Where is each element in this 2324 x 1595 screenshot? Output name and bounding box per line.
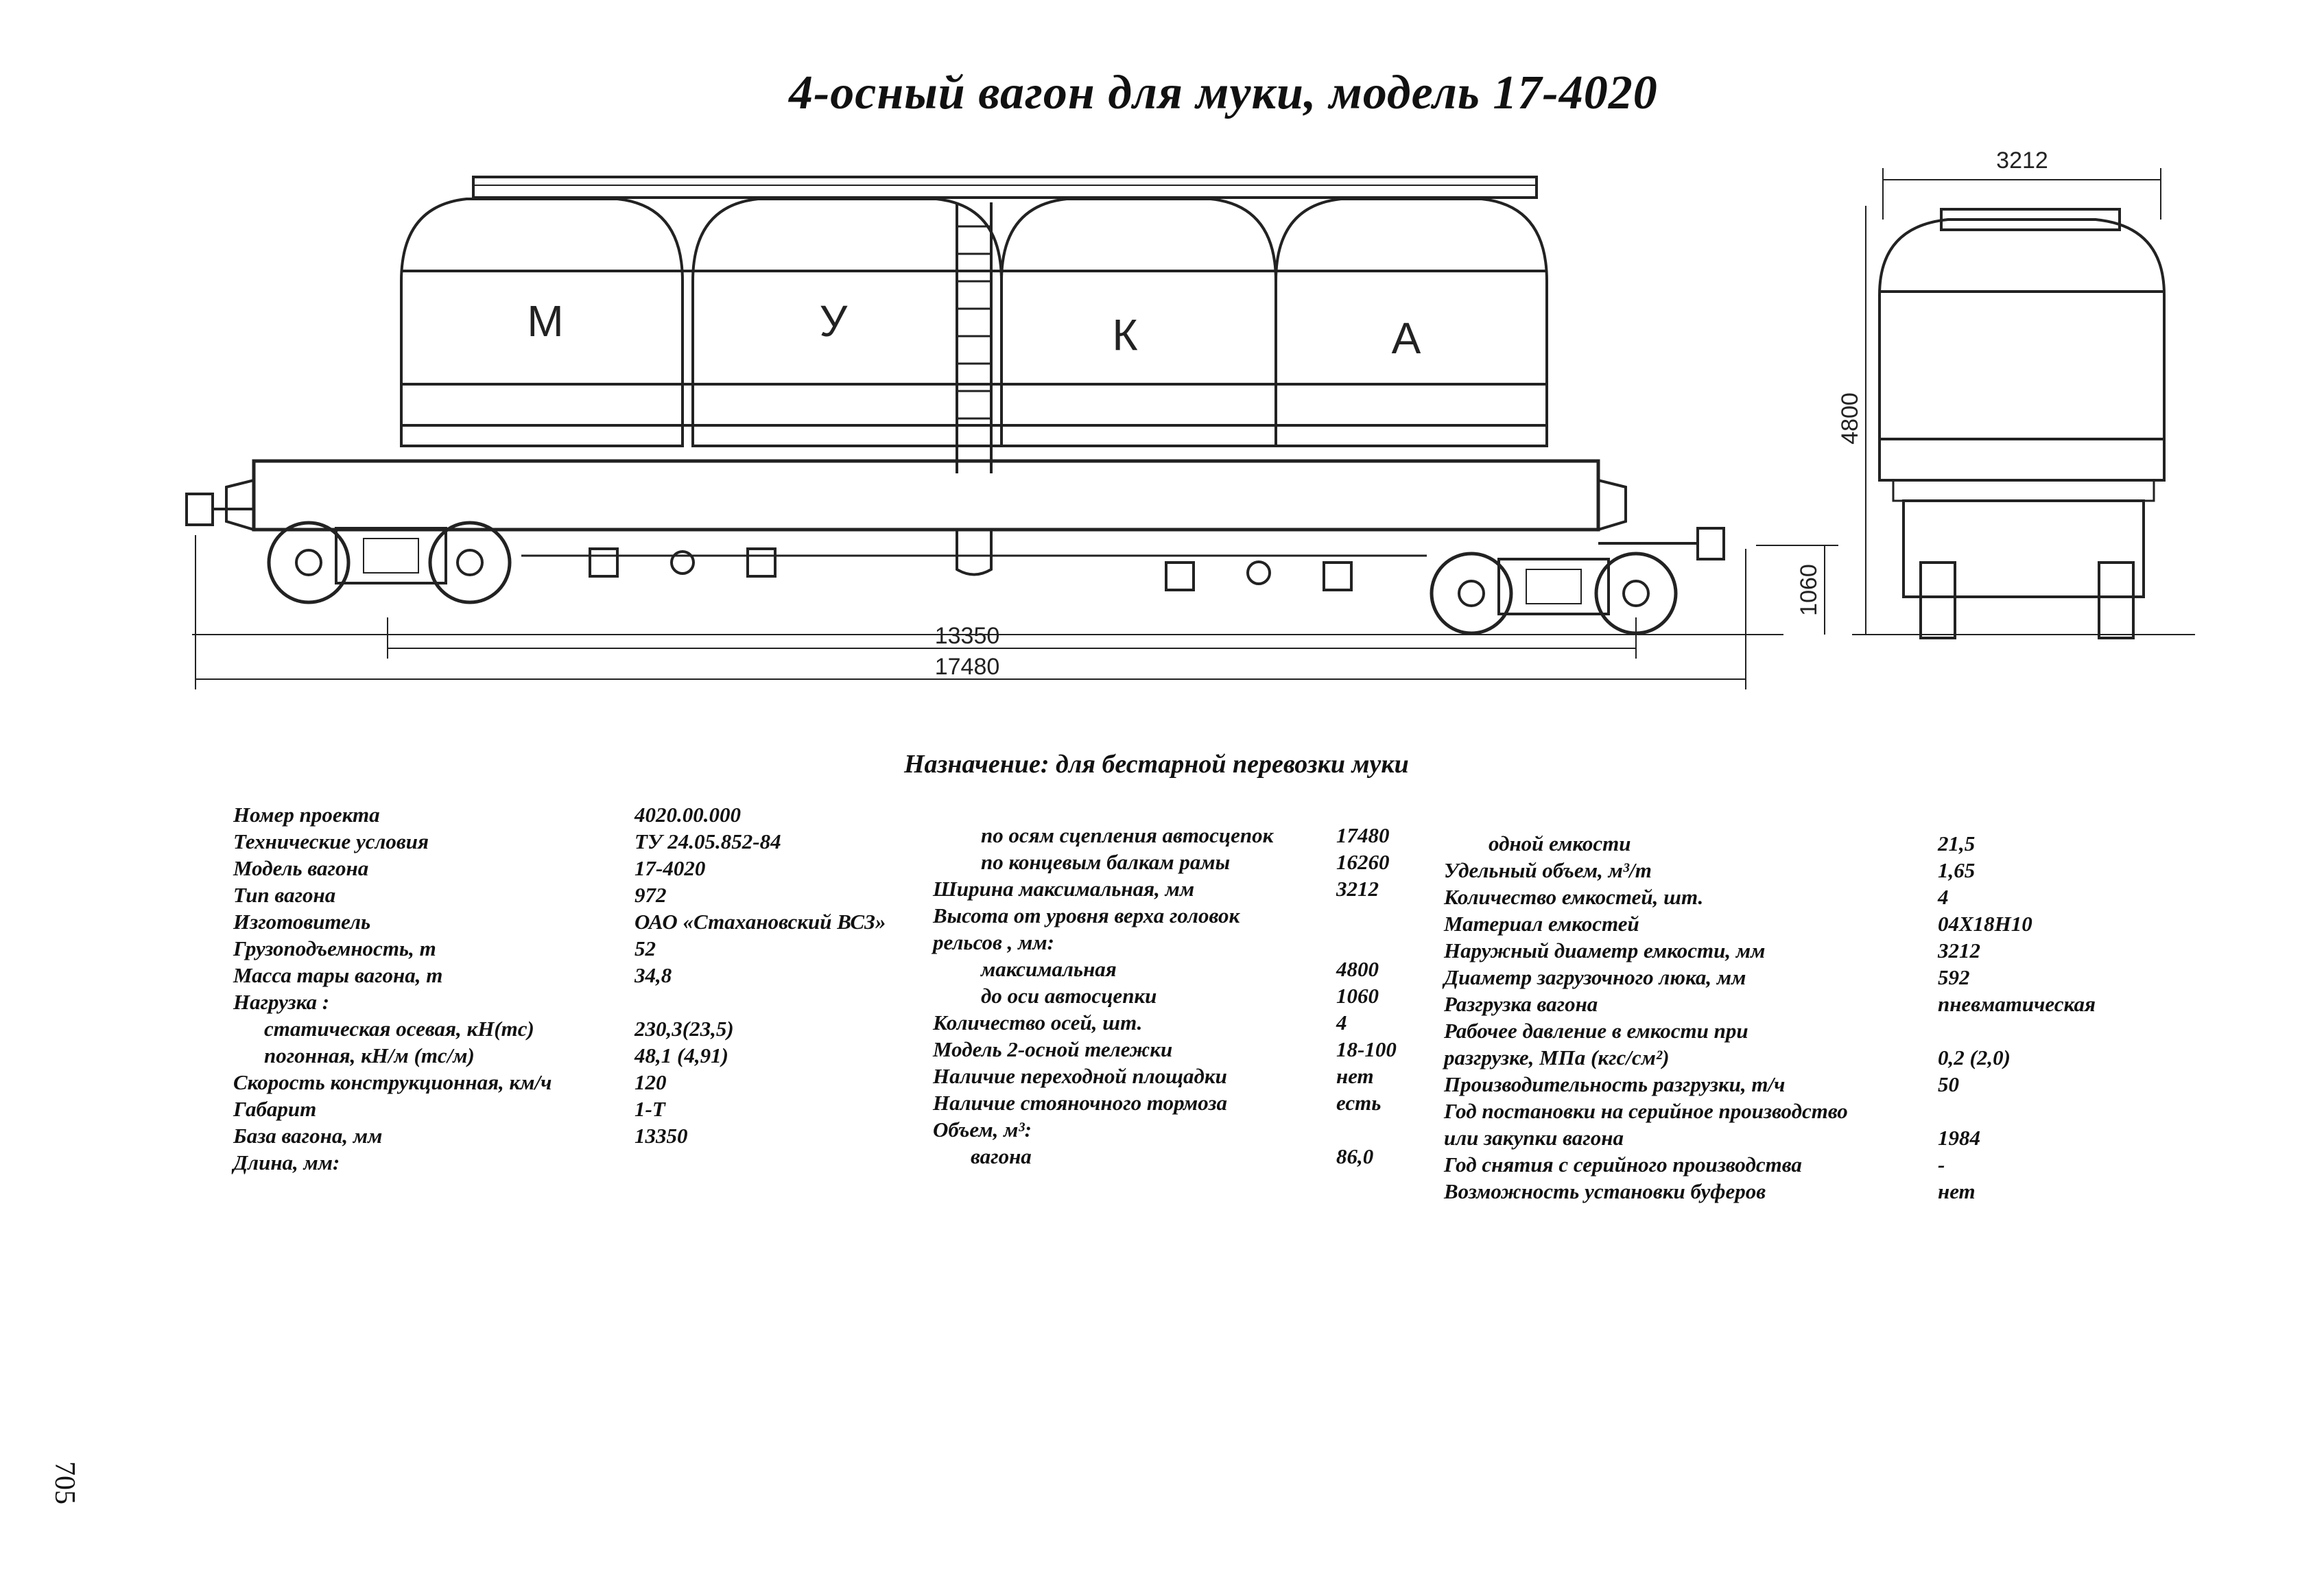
tank-3 [1000, 198, 1277, 447]
wagon-drawing: М У К А 13350 17480 3212 4800 1060 [185, 147, 2195, 689]
dim-height-coupler: 1060 [1796, 564, 1822, 616]
tank-letter-u: У [820, 296, 848, 346]
page-title: 4-осный вагон для муки, модель 17-4020 [789, 67, 1658, 119]
page-number: 705 [49, 1461, 80, 1504]
side-view [185, 176, 1838, 689]
tank-letter-k: К [1112, 310, 1137, 359]
dim-length: 17480 [935, 654, 1000, 680]
dim-height-total: 4800 [1837, 392, 1863, 445]
tank-letter-m: М [527, 296, 563, 346]
dim-width: 3212 [1996, 147, 2048, 174]
dim-base: 13350 [935, 623, 1000, 649]
end-view [1852, 168, 2195, 639]
tank-letter-a: А [1392, 314, 1421, 363]
purpose-line: Назначение: для бестарной перевозки муки [904, 750, 1409, 779]
